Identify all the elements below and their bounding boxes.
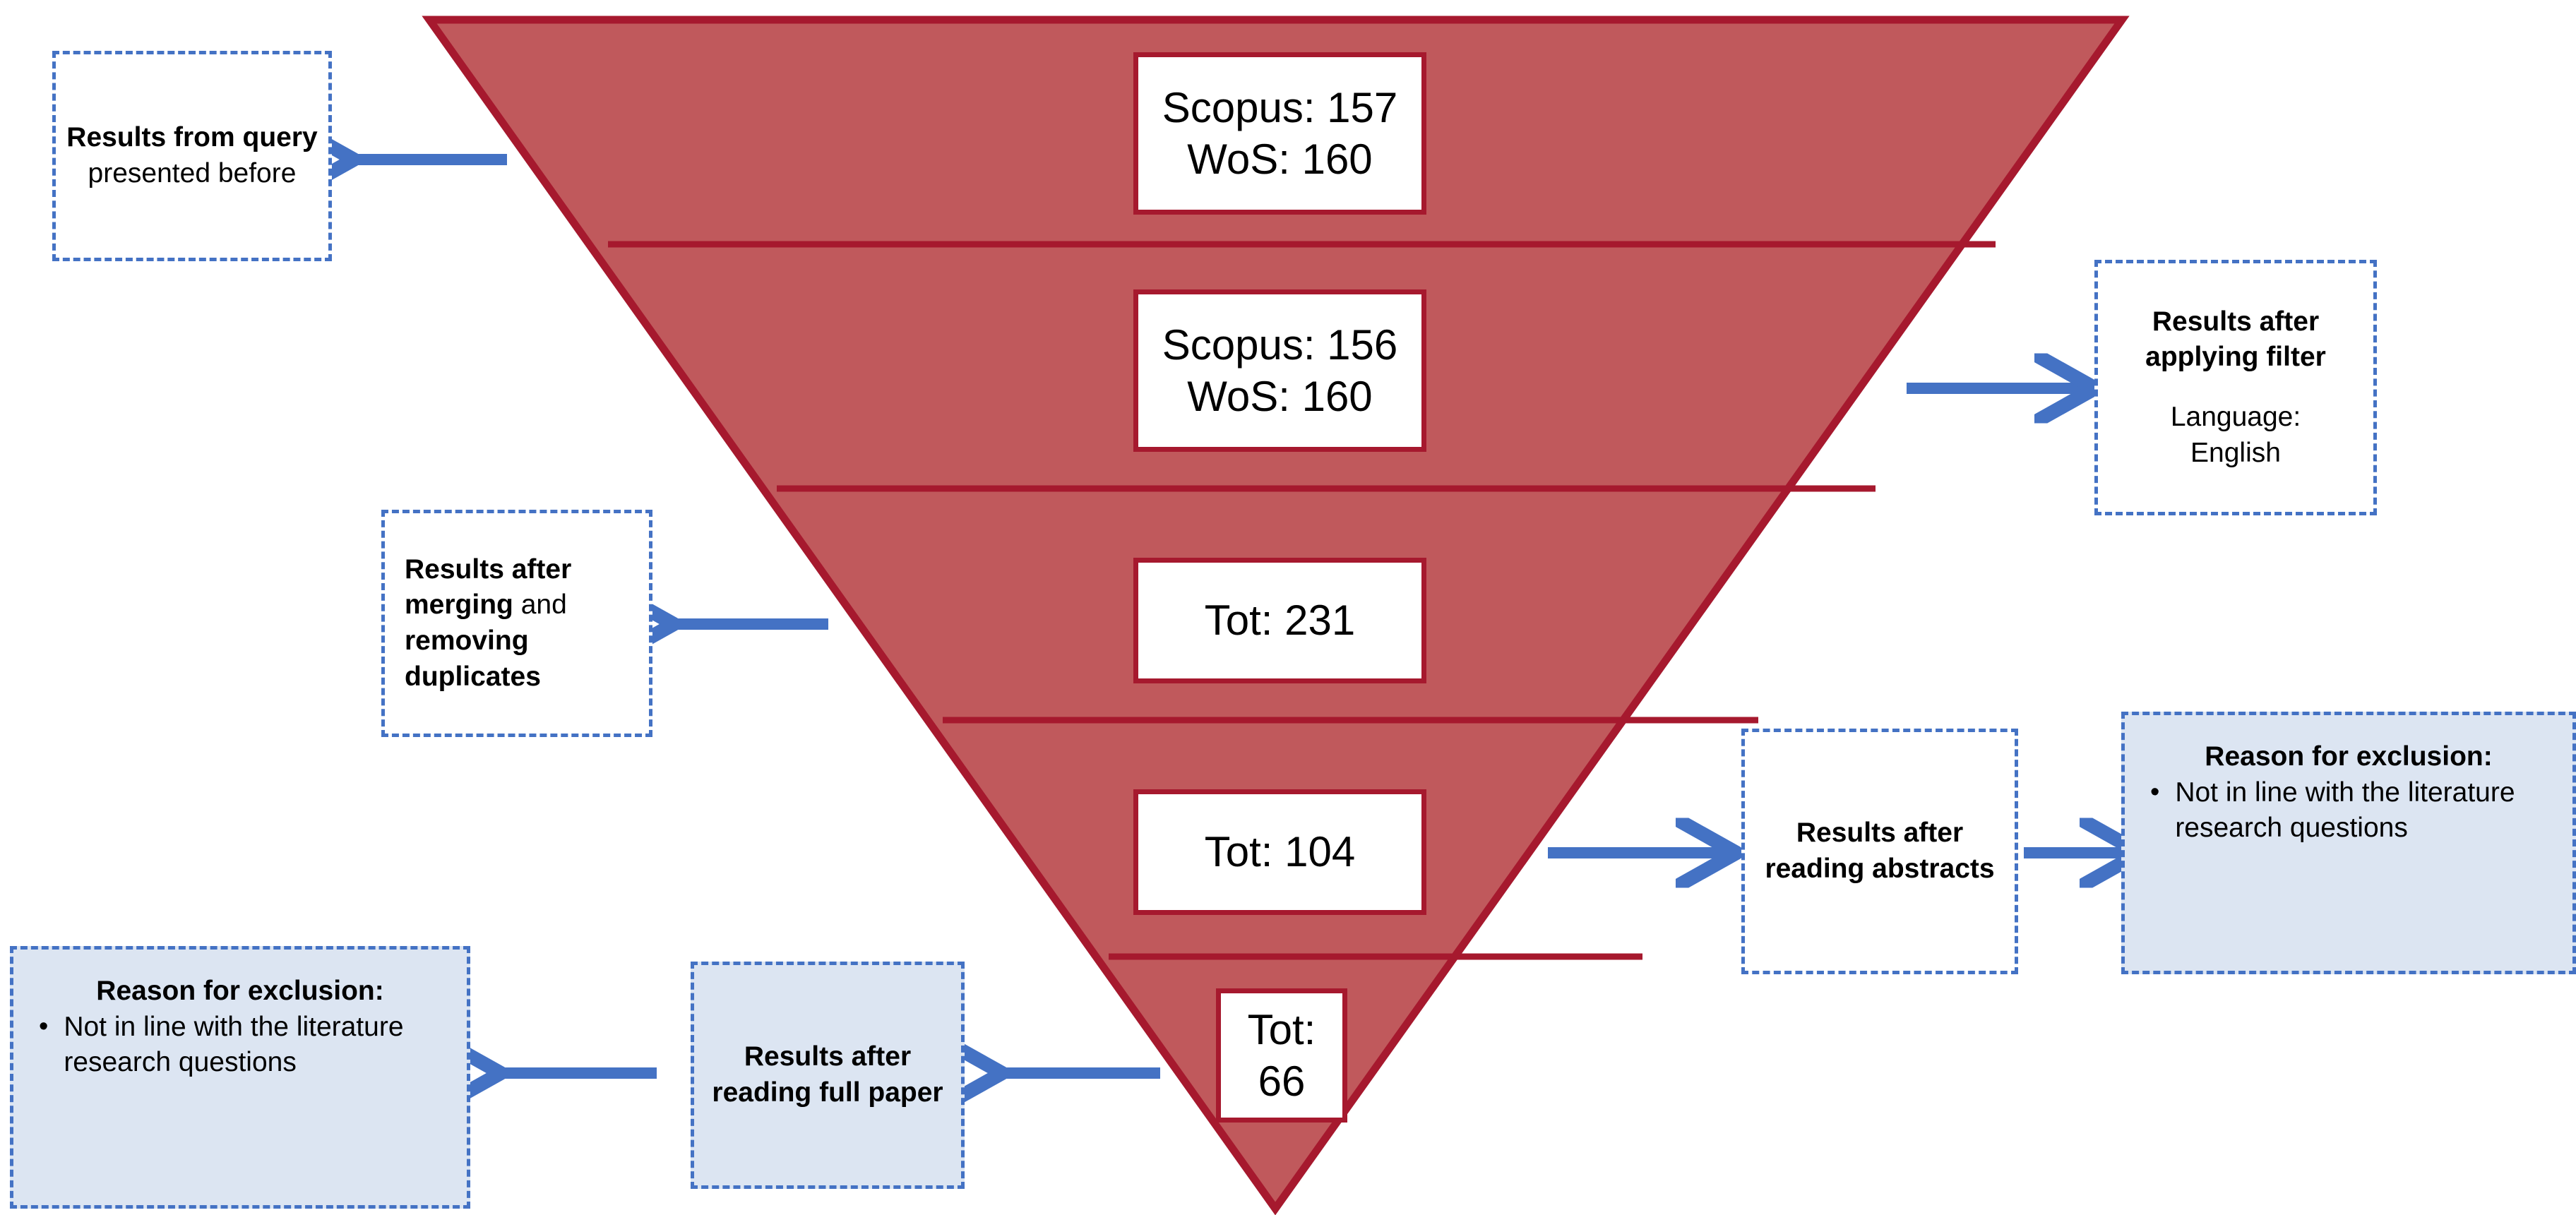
note-fullpaper-header: Results after reading full paper: [712, 1041, 943, 1108]
funnel-stage-4-count: Tot: 104: [1133, 789, 1426, 915]
note-filter-header: Results after applying filter: [2145, 306, 2326, 373]
note-merge-text: Results after merging and removing dupli…: [405, 552, 639, 695]
note-results-after-filter: Results after applying filter Language: …: [2094, 260, 2377, 515]
note-results-after-full-paper: Results after reading full paper: [691, 962, 965, 1189]
note-query-header: Results from query: [66, 122, 318, 153]
stage-5-line-1: Tot:: [1247, 1005, 1316, 1053]
exclusion-right-bullet-text: Not in line with the literature research…: [2175, 777, 2515, 844]
note-query-body: presented before: [88, 158, 297, 188]
funnel-stage-2-count: Scopus: 156 WoS: 160: [1133, 289, 1426, 452]
note-filter-body-line-1: Language:: [2170, 402, 2301, 432]
stage-1-line-1: Scopus: 157: [1162, 83, 1398, 131]
stage-2-line-1: Scopus: 156: [1162, 321, 1398, 369]
note-merge-header-mid: and: [513, 589, 567, 621]
note-results-from-query: Results from query presented before: [52, 51, 332, 261]
note-reason-for-exclusion-left: Reason for exclusion: • Not in line with…: [10, 946, 470, 1209]
stage-5-line-2: 66: [1258, 1058, 1306, 1105]
funnel-stage-1-count: Scopus: 157 WoS: 160: [1133, 52, 1426, 215]
stage-2-line-2: WoS: 160: [1187, 373, 1373, 420]
bullet-icon: •: [2150, 777, 2160, 807]
exclusion-right-header: Reason for exclusion:: [2205, 741, 2493, 772]
funnel-stage-3-count: Tot: 231: [1133, 558, 1426, 683]
exclusion-left-bullet-text: Not in line with the literature research…: [64, 1011, 404, 1078]
exclusion-left-header: Reason for exclusion:: [96, 976, 384, 1006]
note-merge-header-part-2: removing duplicates: [405, 626, 541, 692]
note-filter-body-line-2: English: [2190, 437, 2281, 468]
note-reason-for-exclusion-right: Reason for exclusion: • Not in line with…: [2121, 712, 2576, 974]
note-results-after-merging: Results after merging and removing dupli…: [381, 510, 652, 737]
funnel-stage-5-count: Tot: 66: [1216, 988, 1347, 1123]
note-results-after-abstracts: Results after reading abstracts: [1741, 729, 2018, 974]
note-abstracts-header: Results after reading abstracts: [1765, 818, 1995, 884]
exclusion-left-bullet-row: • Not in line with the literature resear…: [23, 1010, 457, 1081]
stage-1-line-2: WoS: 160: [1187, 136, 1373, 183]
stage-3-line-1: Tot: 231: [1204, 597, 1356, 645]
bullet-icon: •: [39, 1011, 49, 1041]
stage-4-line-1: Tot: 104: [1204, 828, 1356, 876]
exclusion-right-bullet-row: • Not in line with the literature resear…: [2135, 775, 2563, 846]
note-merge-header-part-1: Results after merging: [405, 553, 572, 621]
